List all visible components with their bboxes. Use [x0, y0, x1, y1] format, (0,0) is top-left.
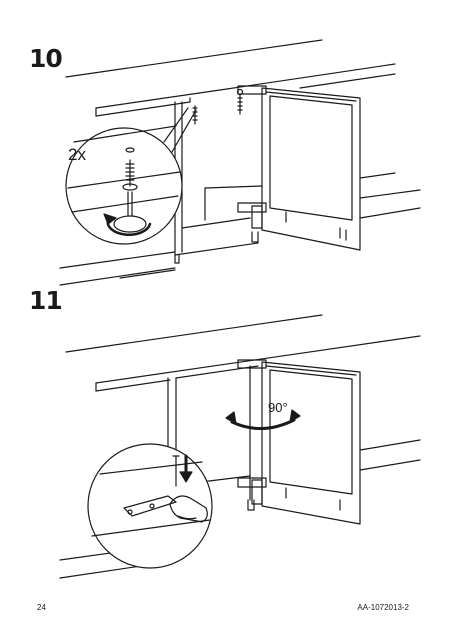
step-number-11: 11 — [29, 286, 63, 315]
step-11-illustration: 90° — [59, 314, 421, 579]
page-number: 24 — [37, 603, 46, 612]
rotation-angle-label: 90° — [268, 400, 288, 415]
quantity-label: 2x — [68, 145, 86, 164]
step-10-illustration: 2x — [59, 39, 421, 286]
document-code: AA-1072013-2 — [357, 603, 409, 612]
step-number-10: 10 — [29, 44, 63, 73]
